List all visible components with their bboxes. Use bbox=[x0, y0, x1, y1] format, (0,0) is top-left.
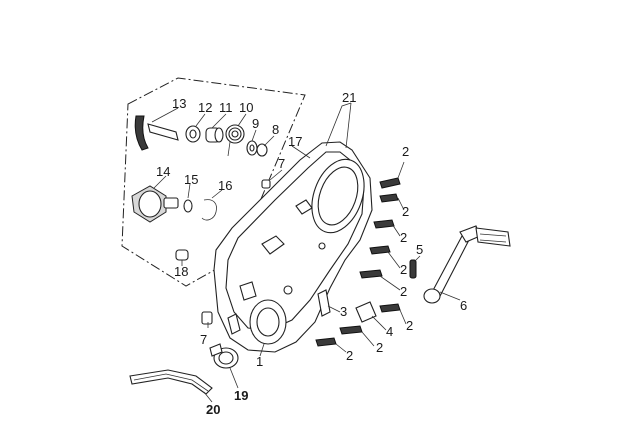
callout-19: 19 bbox=[234, 388, 248, 403]
kick-lever bbox=[423, 225, 511, 304]
callout-15: 15 bbox=[184, 172, 198, 187]
callout-7-upper: 7 bbox=[278, 156, 285, 171]
collar bbox=[205, 127, 224, 143]
pin bbox=[175, 249, 189, 261]
lever-bolt bbox=[409, 259, 417, 279]
callout-labels: 21 13 12 11 10 9 8 17 7 14 15 16 18 2 2 … bbox=[156, 90, 467, 417]
washer bbox=[246, 140, 258, 156]
callout-2-f: 2 bbox=[406, 318, 413, 333]
kick-spring bbox=[225, 124, 245, 157]
callout-12: 12 bbox=[198, 100, 212, 115]
callout-2-a: 2 bbox=[402, 144, 409, 159]
starter-gear bbox=[131, 185, 179, 223]
callout-1: 1 bbox=[256, 354, 263, 369]
callout-17: 17 bbox=[288, 134, 302, 149]
crankcase-cover bbox=[213, 141, 373, 353]
callout-2-d: 2 bbox=[400, 262, 407, 277]
friction-spring bbox=[201, 199, 217, 221]
callout-20: 20 bbox=[206, 402, 220, 417]
callout-4: 4 bbox=[386, 324, 393, 339]
callout-2-g: 2 bbox=[376, 340, 383, 355]
dowel-pin-lower bbox=[201, 311, 213, 325]
callout-10: 10 bbox=[239, 100, 253, 115]
callout-2-e: 2 bbox=[400, 284, 407, 299]
callout-16: 16 bbox=[218, 178, 232, 193]
callout-11: 11 bbox=[219, 100, 233, 115]
callout-13: 13 bbox=[172, 96, 186, 111]
bushing bbox=[185, 125, 201, 143]
hose-clamp bbox=[209, 343, 239, 369]
air-duct bbox=[129, 369, 213, 395]
callout-8: 8 bbox=[272, 122, 279, 137]
circlip bbox=[256, 143, 268, 157]
bolts bbox=[315, 177, 401, 347]
leader-lines bbox=[151, 102, 461, 403]
callout-2-c: 2 bbox=[400, 230, 407, 245]
callout-18: 18 bbox=[174, 264, 188, 279]
callout-14: 14 bbox=[156, 164, 170, 179]
bracket bbox=[355, 301, 377, 323]
retaining-clip bbox=[183, 199, 193, 213]
callout-3: 3 bbox=[340, 304, 347, 319]
callout-21: 21 bbox=[342, 90, 356, 105]
dowel-pin-upper bbox=[261, 179, 271, 189]
callout-9: 9 bbox=[252, 116, 259, 131]
callout-6: 6 bbox=[460, 298, 467, 313]
cable-guide bbox=[317, 289, 331, 317]
kick-starter-spindle bbox=[134, 115, 179, 151]
callout-5: 5 bbox=[416, 242, 423, 257]
callout-7-lower: 7 bbox=[200, 332, 207, 347]
callout-2-h: 2 bbox=[346, 348, 353, 363]
callout-2-b: 2 bbox=[402, 204, 409, 219]
